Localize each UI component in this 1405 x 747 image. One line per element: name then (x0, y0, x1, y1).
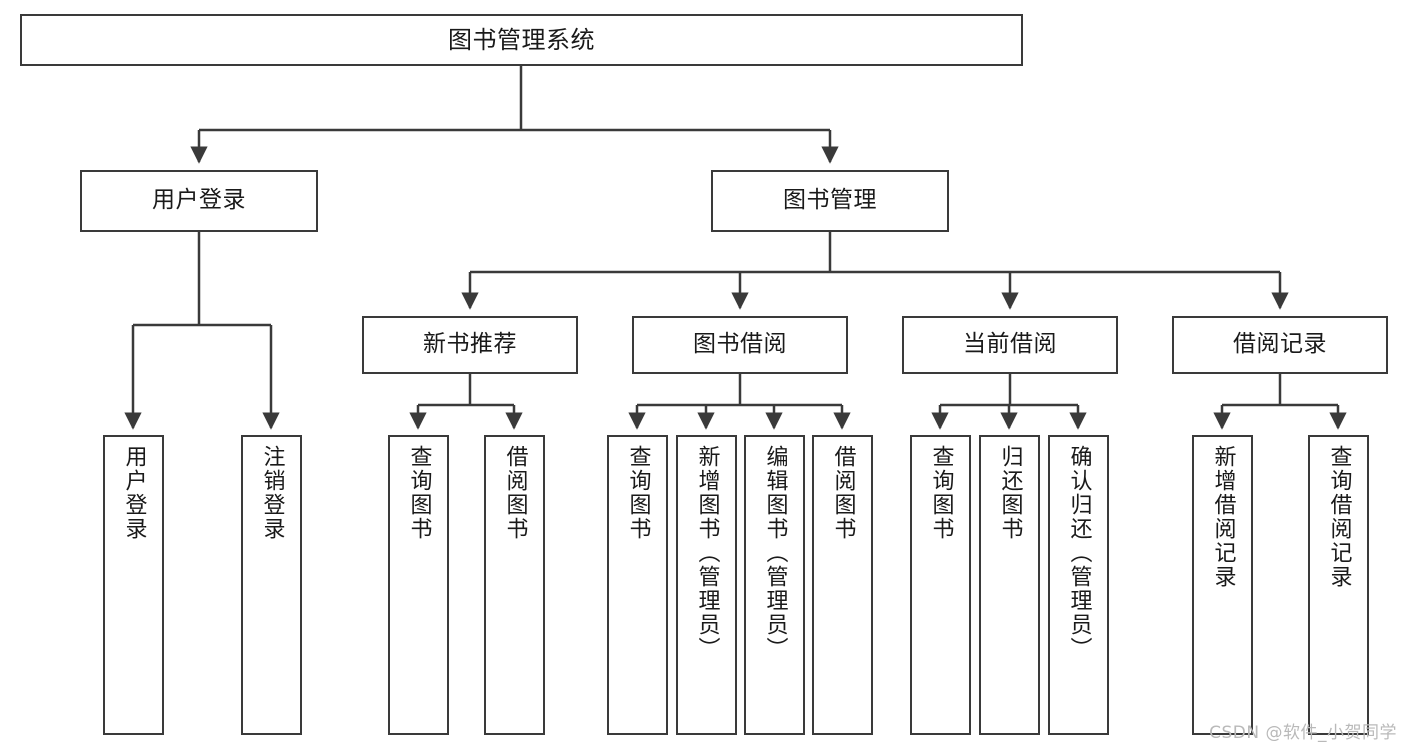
leaf-user-login-logout[interactable]: 注销登录 (241, 435, 302, 735)
leaf-current-query-book[interactable]: 查询图书 (910, 435, 971, 735)
node-label: 新书推荐 (423, 331, 517, 358)
node-root-system[interactable]: 图书管理系统 (20, 14, 1023, 66)
leaf-current-return-book[interactable]: 归还图书 (979, 435, 1040, 735)
node-label: 图书管理系统 (448, 25, 595, 54)
node-label: 图书管理 (783, 187, 877, 214)
node-label: 查询图书 (625, 445, 651, 541)
node-label: 借阅图书 (502, 445, 528, 541)
node-borrow-record[interactable]: 借阅记录 (1172, 316, 1388, 374)
leaf-user-login-login[interactable]: 用户登录 (103, 435, 164, 735)
node-label: 用户登录 (152, 187, 246, 214)
leaf-borrow-add-book-admin[interactable]: 新增图书（管理员） (676, 435, 737, 735)
leaf-record-add-record[interactable]: 新增借阅记录 (1192, 435, 1253, 735)
node-label: 归还图书 (997, 445, 1023, 541)
node-label: 查询图书 (928, 445, 954, 541)
node-label: 注销登录 (259, 445, 285, 541)
node-label: 用户登录 (121, 445, 147, 541)
node-label: 查询借阅记录 (1326, 445, 1352, 589)
node-book-management[interactable]: 图书管理 (711, 170, 949, 232)
node-label: 编辑图书（管理员） (762, 445, 788, 661)
node-label: 新增图书（管理员） (694, 445, 720, 661)
leaf-borrow-edit-book-admin[interactable]: 编辑图书（管理员） (744, 435, 805, 735)
node-book-borrow[interactable]: 图书借阅 (632, 316, 848, 374)
leaf-record-query-record[interactable]: 查询借阅记录 (1308, 435, 1369, 735)
node-label: 图书借阅 (693, 331, 787, 358)
node-label: 确认归还（管理员） (1066, 445, 1092, 661)
node-new-book-recommend[interactable]: 新书推荐 (362, 316, 578, 374)
node-label: 新增借阅记录 (1210, 445, 1236, 589)
node-label: 借阅图书 (830, 445, 856, 541)
node-label: 借阅记录 (1233, 331, 1327, 358)
node-label: 当前借阅 (963, 331, 1057, 358)
leaf-recommend-borrow-book[interactable]: 借阅图书 (484, 435, 545, 735)
watermark-text: CSDN @软件_小贺同学 (1209, 723, 1397, 743)
node-user-login[interactable]: 用户登录 (80, 170, 318, 232)
leaf-recommend-query-book[interactable]: 查询图书 (388, 435, 449, 735)
leaf-current-confirm-return-admin[interactable]: 确认归还（管理员） (1048, 435, 1109, 735)
leaf-borrow-query-book[interactable]: 查询图书 (607, 435, 668, 735)
leaf-borrow-borrow-book[interactable]: 借阅图书 (812, 435, 873, 735)
node-label: 查询图书 (406, 445, 432, 541)
node-current-borrow[interactable]: 当前借阅 (902, 316, 1118, 374)
